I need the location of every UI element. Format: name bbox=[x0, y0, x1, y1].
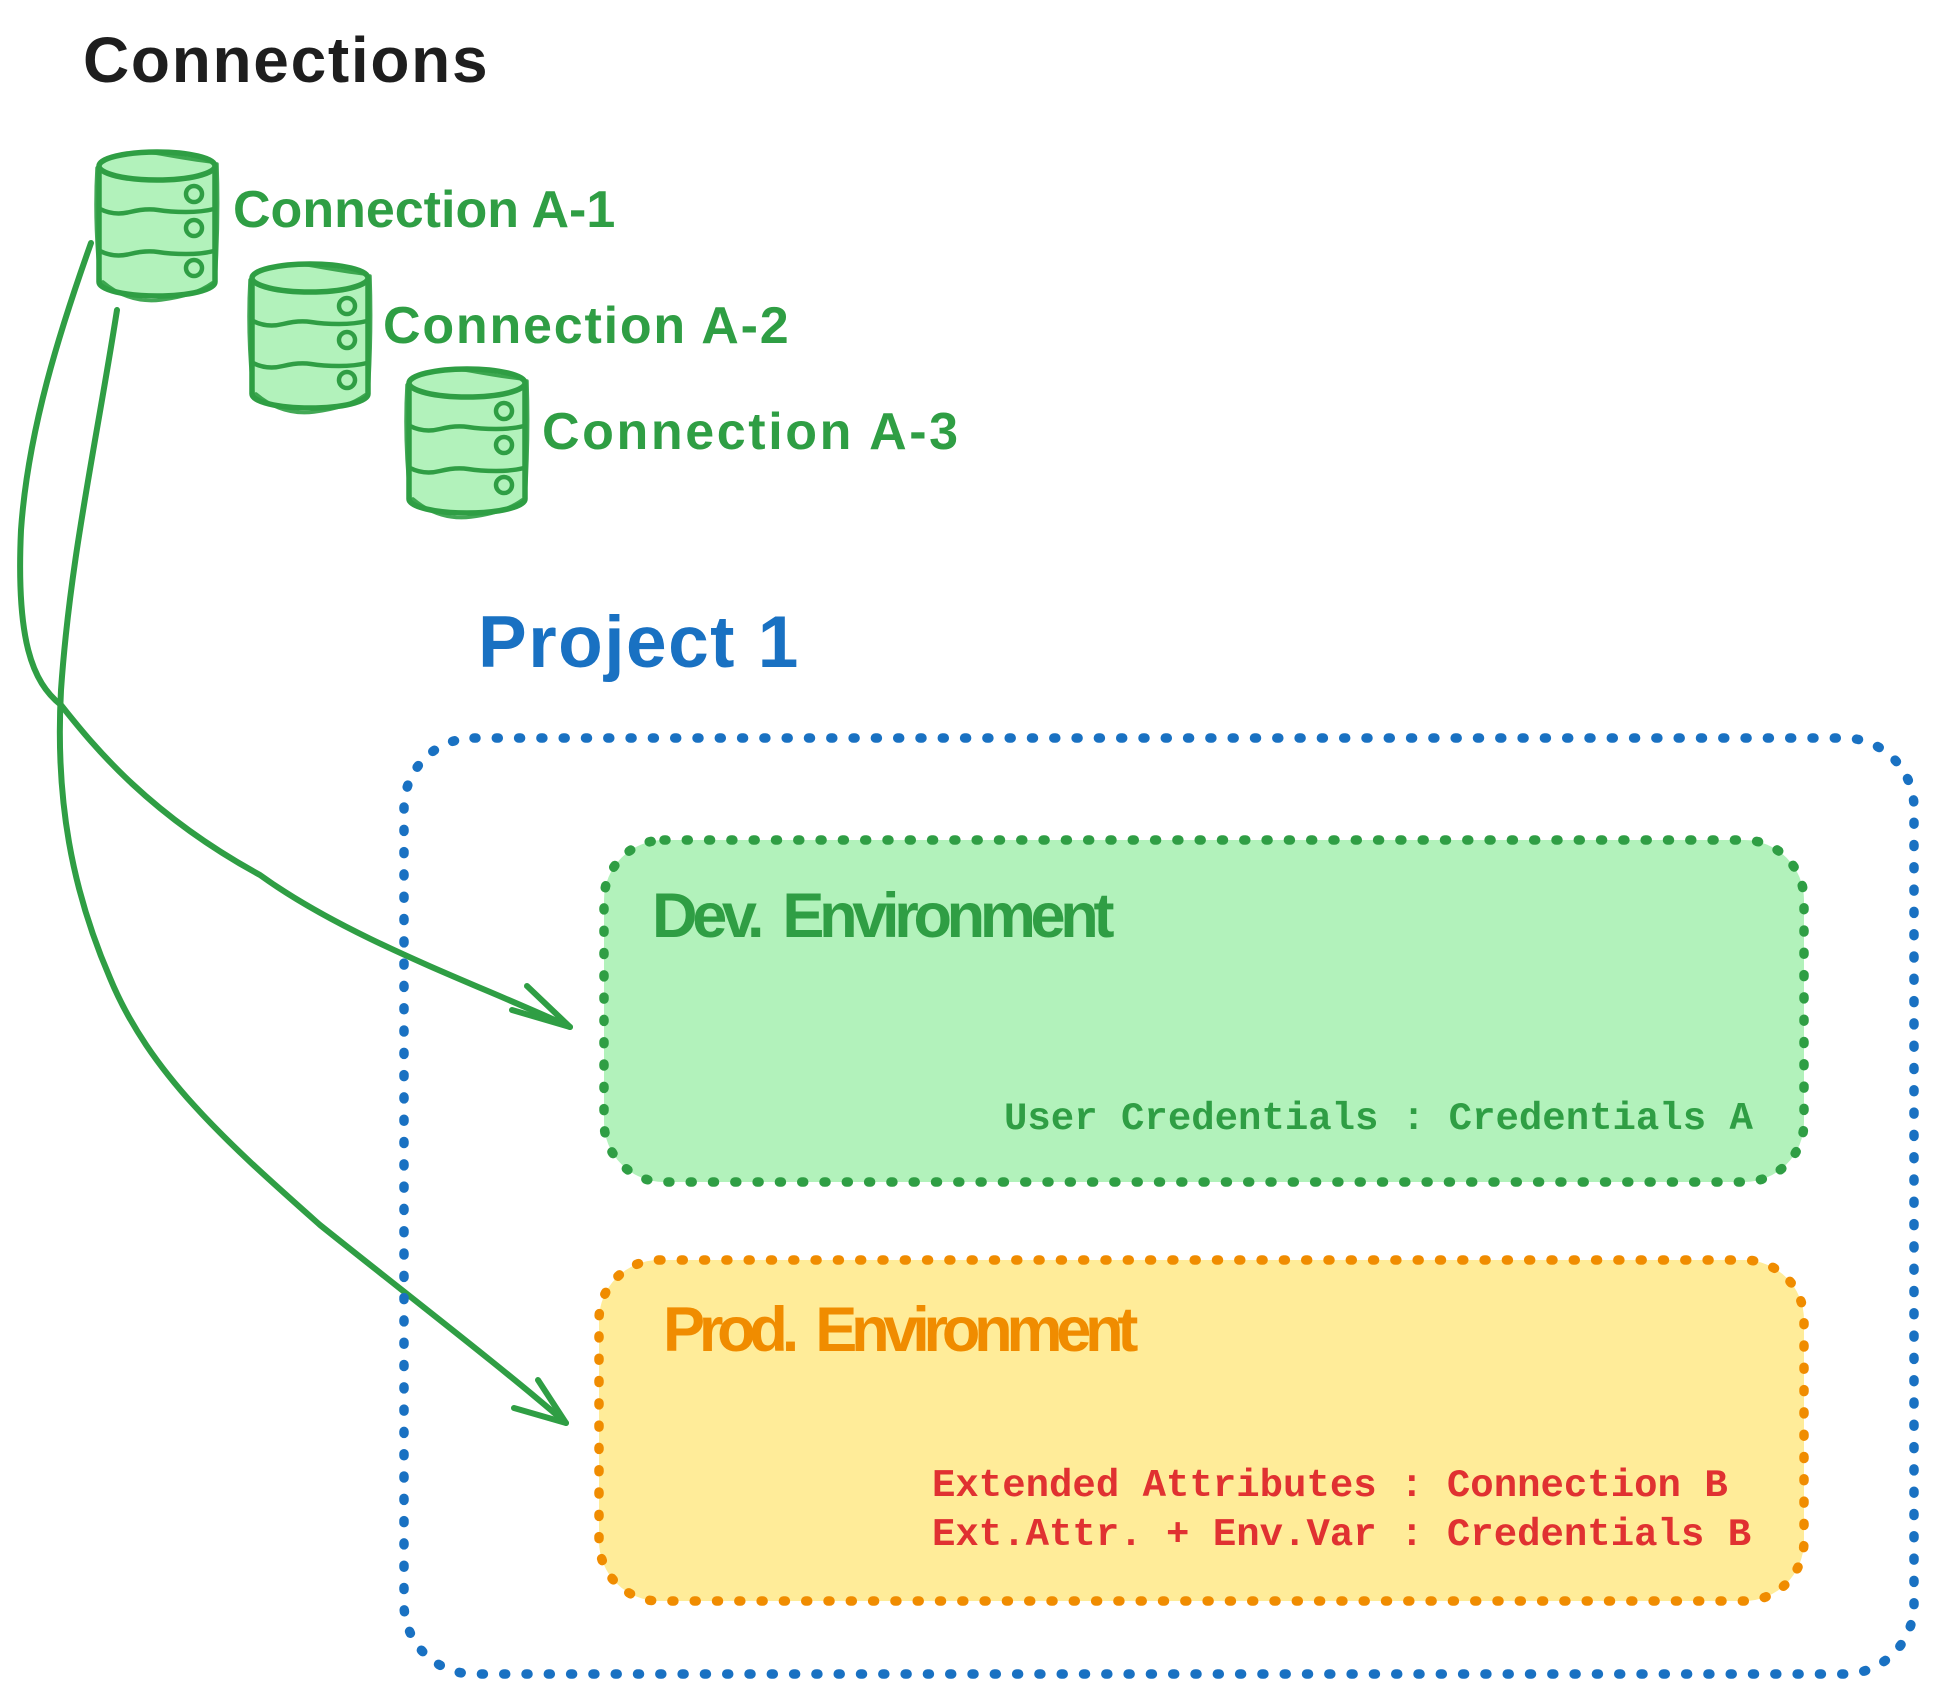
svg-text:Connection A-2: Connection A-2 bbox=[383, 297, 790, 355]
svg-text:Ext.Attr. + Env.Var : Credenti: Ext.Attr. + Env.Var : Credentials B bbox=[932, 1513, 1751, 1557]
svg-text:Project 1: Project 1 bbox=[478, 602, 800, 683]
svg-text:Connections: Connections bbox=[83, 24, 489, 96]
svg-text:Dev. Environment: Dev. Environment bbox=[652, 881, 1114, 951]
svg-text:Prod. Environment: Prod. Environment bbox=[663, 1295, 1138, 1365]
svg-text:Connection A-3: Connection A-3 bbox=[542, 403, 961, 461]
svg-text:Extended Attributes : Connecti: Extended Attributes : Connection B bbox=[932, 1464, 1728, 1508]
svg-text:Connection A-1: Connection A-1 bbox=[233, 181, 615, 239]
svg-text:User Credentials : Credentials: User Credentials : Credentials A bbox=[1004, 1097, 1754, 1141]
